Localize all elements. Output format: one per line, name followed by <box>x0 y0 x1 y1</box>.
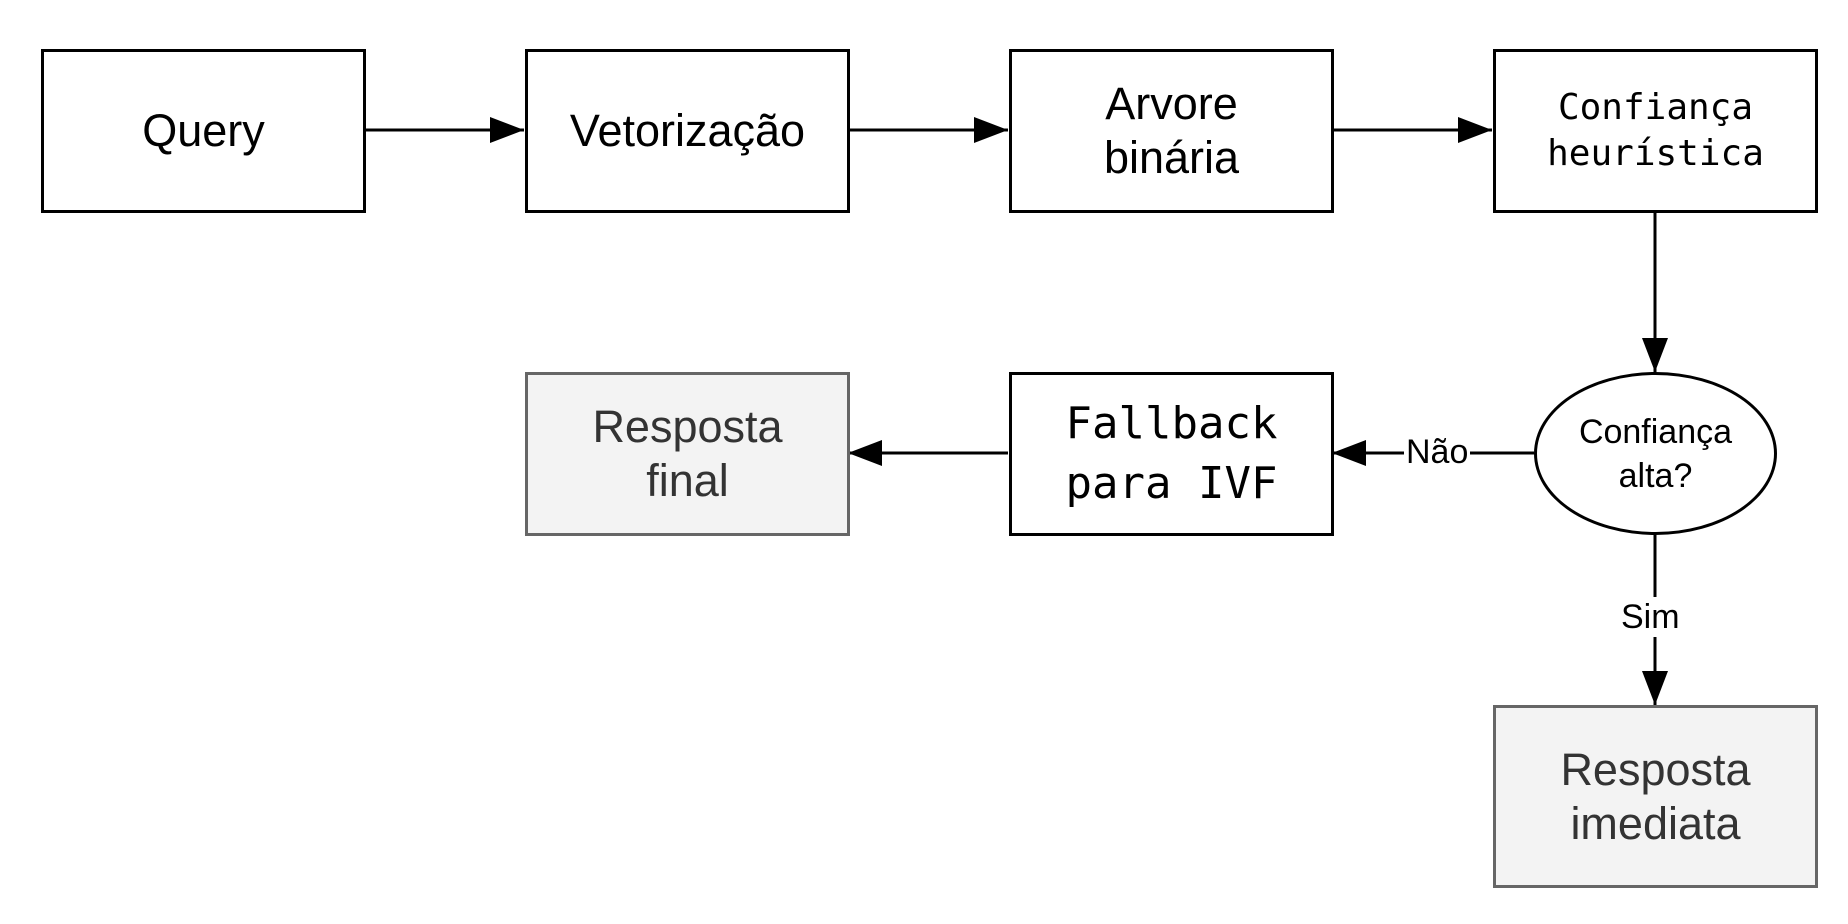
node-final-response: Resposta final <box>525 372 850 536</box>
node-high-confidence-decision: Confiança alta? <box>1534 372 1777 535</box>
edge-label-no: Não <box>1404 432 1471 472</box>
node-heuristic-confidence: Confiança heurística <box>1493 49 1818 213</box>
node-binary-tree: Arvore binária <box>1009 49 1334 213</box>
edge-label-yes: Sim <box>1619 597 1682 637</box>
node-immediate-response: Resposta imediata <box>1493 705 1818 888</box>
node-fallback-ivf: Fallback para IVF <box>1009 372 1334 536</box>
node-vectorization: Vetorização <box>525 49 850 213</box>
node-query: Query <box>41 49 366 213</box>
